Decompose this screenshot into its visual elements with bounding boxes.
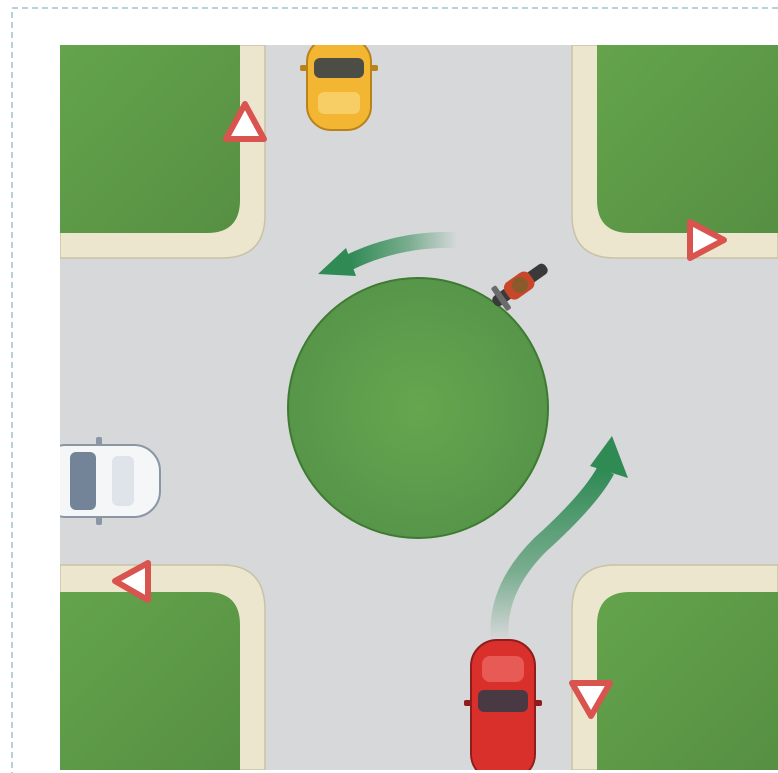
corner-top-right	[572, 45, 778, 258]
corner-bottom-right	[572, 565, 778, 770]
white-car	[40, 437, 160, 525]
red-car	[464, 640, 542, 773]
corner-bottom-left	[60, 565, 265, 770]
central-island	[288, 278, 548, 538]
yellow-car	[300, 38, 378, 130]
corner-top-left	[60, 45, 265, 258]
